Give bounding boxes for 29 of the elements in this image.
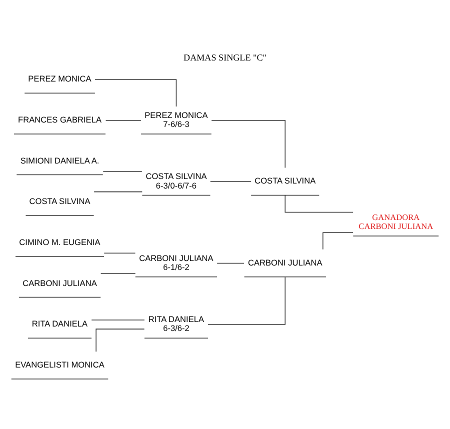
node-text: CARBONI JULIANA 6-1/6-2 [139,252,214,272]
node-text: GANADORA CARBONI JULIANA [358,213,434,232]
connector [322,232,354,250]
connector [211,120,286,168]
connector [94,79,177,107]
node-text: SIMIONI DANIELA A. [20,155,100,166]
connector [94,191,143,192]
node-text: CARBONI JULIANA [22,278,97,288]
connector [210,181,252,182]
connector [216,262,244,264]
connector [102,171,142,172]
connector [208,276,286,325]
connector [284,195,354,213]
diagram-title: DAMAS SINGLE "C" [184,52,266,62]
node-text: CIMINO M. EUGENIA [19,236,100,247]
node-text: COSTA SILVINA [29,196,90,206]
node-text: FRANCES GABRIELA [18,114,102,124]
connector [104,252,136,254]
node-text: PEREZ MONICA [28,74,92,84]
node-text: CARBONI JULIANA [248,257,322,268]
connector [105,120,142,121]
connector [96,328,145,352]
node-text: COSTA SILVINA 6-3/0-6/7-6 [146,171,207,190]
node-text: RITA DANIELA 6-3/6-2 [148,314,204,334]
node-text: RITA DANIELA [32,318,88,329]
node-text: EVANGELISTI MONICA [15,359,104,370]
node-text: COSTA SILVINA [254,176,316,186]
node-text: PEREZ MONICA 7-6/6-3 [144,110,208,130]
connector [100,273,136,274]
